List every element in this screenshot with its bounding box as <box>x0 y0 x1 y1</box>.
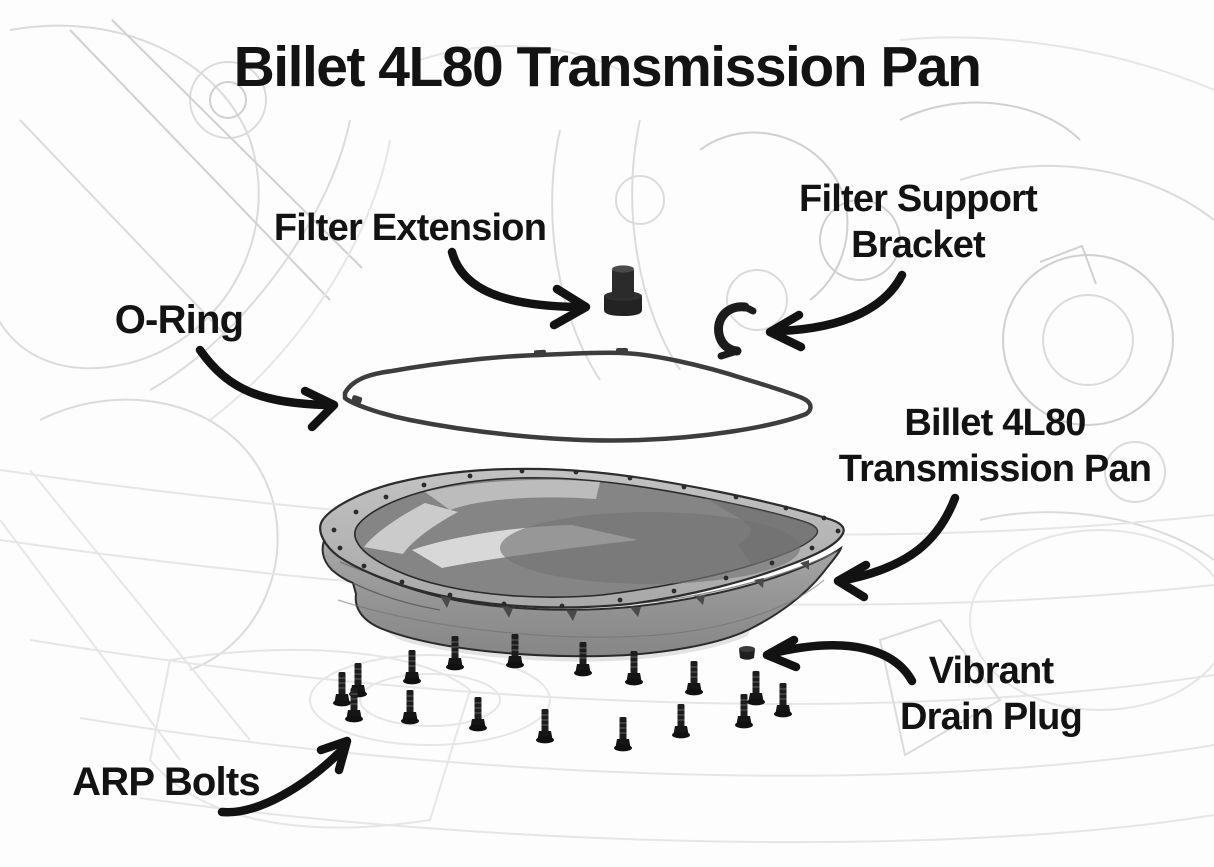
arp-bolts-group <box>333 634 792 752</box>
filter-extension-part <box>604 265 642 316</box>
arp-bolt <box>536 709 554 744</box>
label-line: Drain Plug <box>899 696 1083 739</box>
label-vibrant-drain-plug: Vibrant Drain Plug <box>899 648 1083 741</box>
arp-bolt <box>345 688 363 723</box>
arp-bolt <box>401 690 419 725</box>
arrow-pan <box>833 493 960 602</box>
label-line: Filter Extension <box>273 207 547 249</box>
arp-bolt <box>614 717 632 752</box>
arp-bolt <box>506 634 524 669</box>
filter-support-bracket-part <box>714 302 757 360</box>
arrow-drain-plug <box>762 635 917 686</box>
label-arp-bolts: ARP Bolts <box>72 758 260 807</box>
label-line: ARP Bolts <box>72 760 260 804</box>
arp-bolt <box>446 636 464 671</box>
arrow-filter-extension <box>447 247 591 330</box>
arrow-o-ring <box>195 345 339 432</box>
label-billet-pan: Billet 4L80 Transmission Pan <box>838 400 1152 493</box>
arp-bolt <box>774 683 792 718</box>
arp-bolt <box>747 671 765 706</box>
arp-bolt <box>625 651 643 686</box>
label-line: O-Ring <box>114 298 244 342</box>
label-line: Filter Support <box>799 178 1038 220</box>
arp-bolt <box>403 650 421 685</box>
transmission-pan <box>319 467 845 662</box>
arrow-filter-support-bracket <box>765 270 907 352</box>
arp-bolt <box>574 642 592 677</box>
label-o-ring: O-Ring <box>115 296 244 345</box>
drain-plug-part <box>739 646 755 660</box>
label-line: Vibrant <box>928 650 1054 692</box>
label-line: Transmission Pan <box>838 448 1152 491</box>
label-filter-extension: Filter Extension <box>273 205 547 251</box>
arp-bolt <box>469 697 487 732</box>
arp-bolt <box>672 704 690 739</box>
arrow-arp-bolts <box>217 736 352 817</box>
o-ring-gasket <box>342 348 813 443</box>
page-title: Billet 4L80 Transmission Pan <box>233 35 982 99</box>
label-line: Bracket <box>851 224 986 267</box>
arp-bolt <box>735 694 753 729</box>
arp-bolt <box>333 672 351 707</box>
callout-arrows <box>195 247 960 817</box>
label-line: Billet 4L80 <box>904 402 1086 444</box>
label-filter-support-bracket: Filter Support Bracket <box>799 176 1038 269</box>
arp-bolt <box>685 661 703 696</box>
